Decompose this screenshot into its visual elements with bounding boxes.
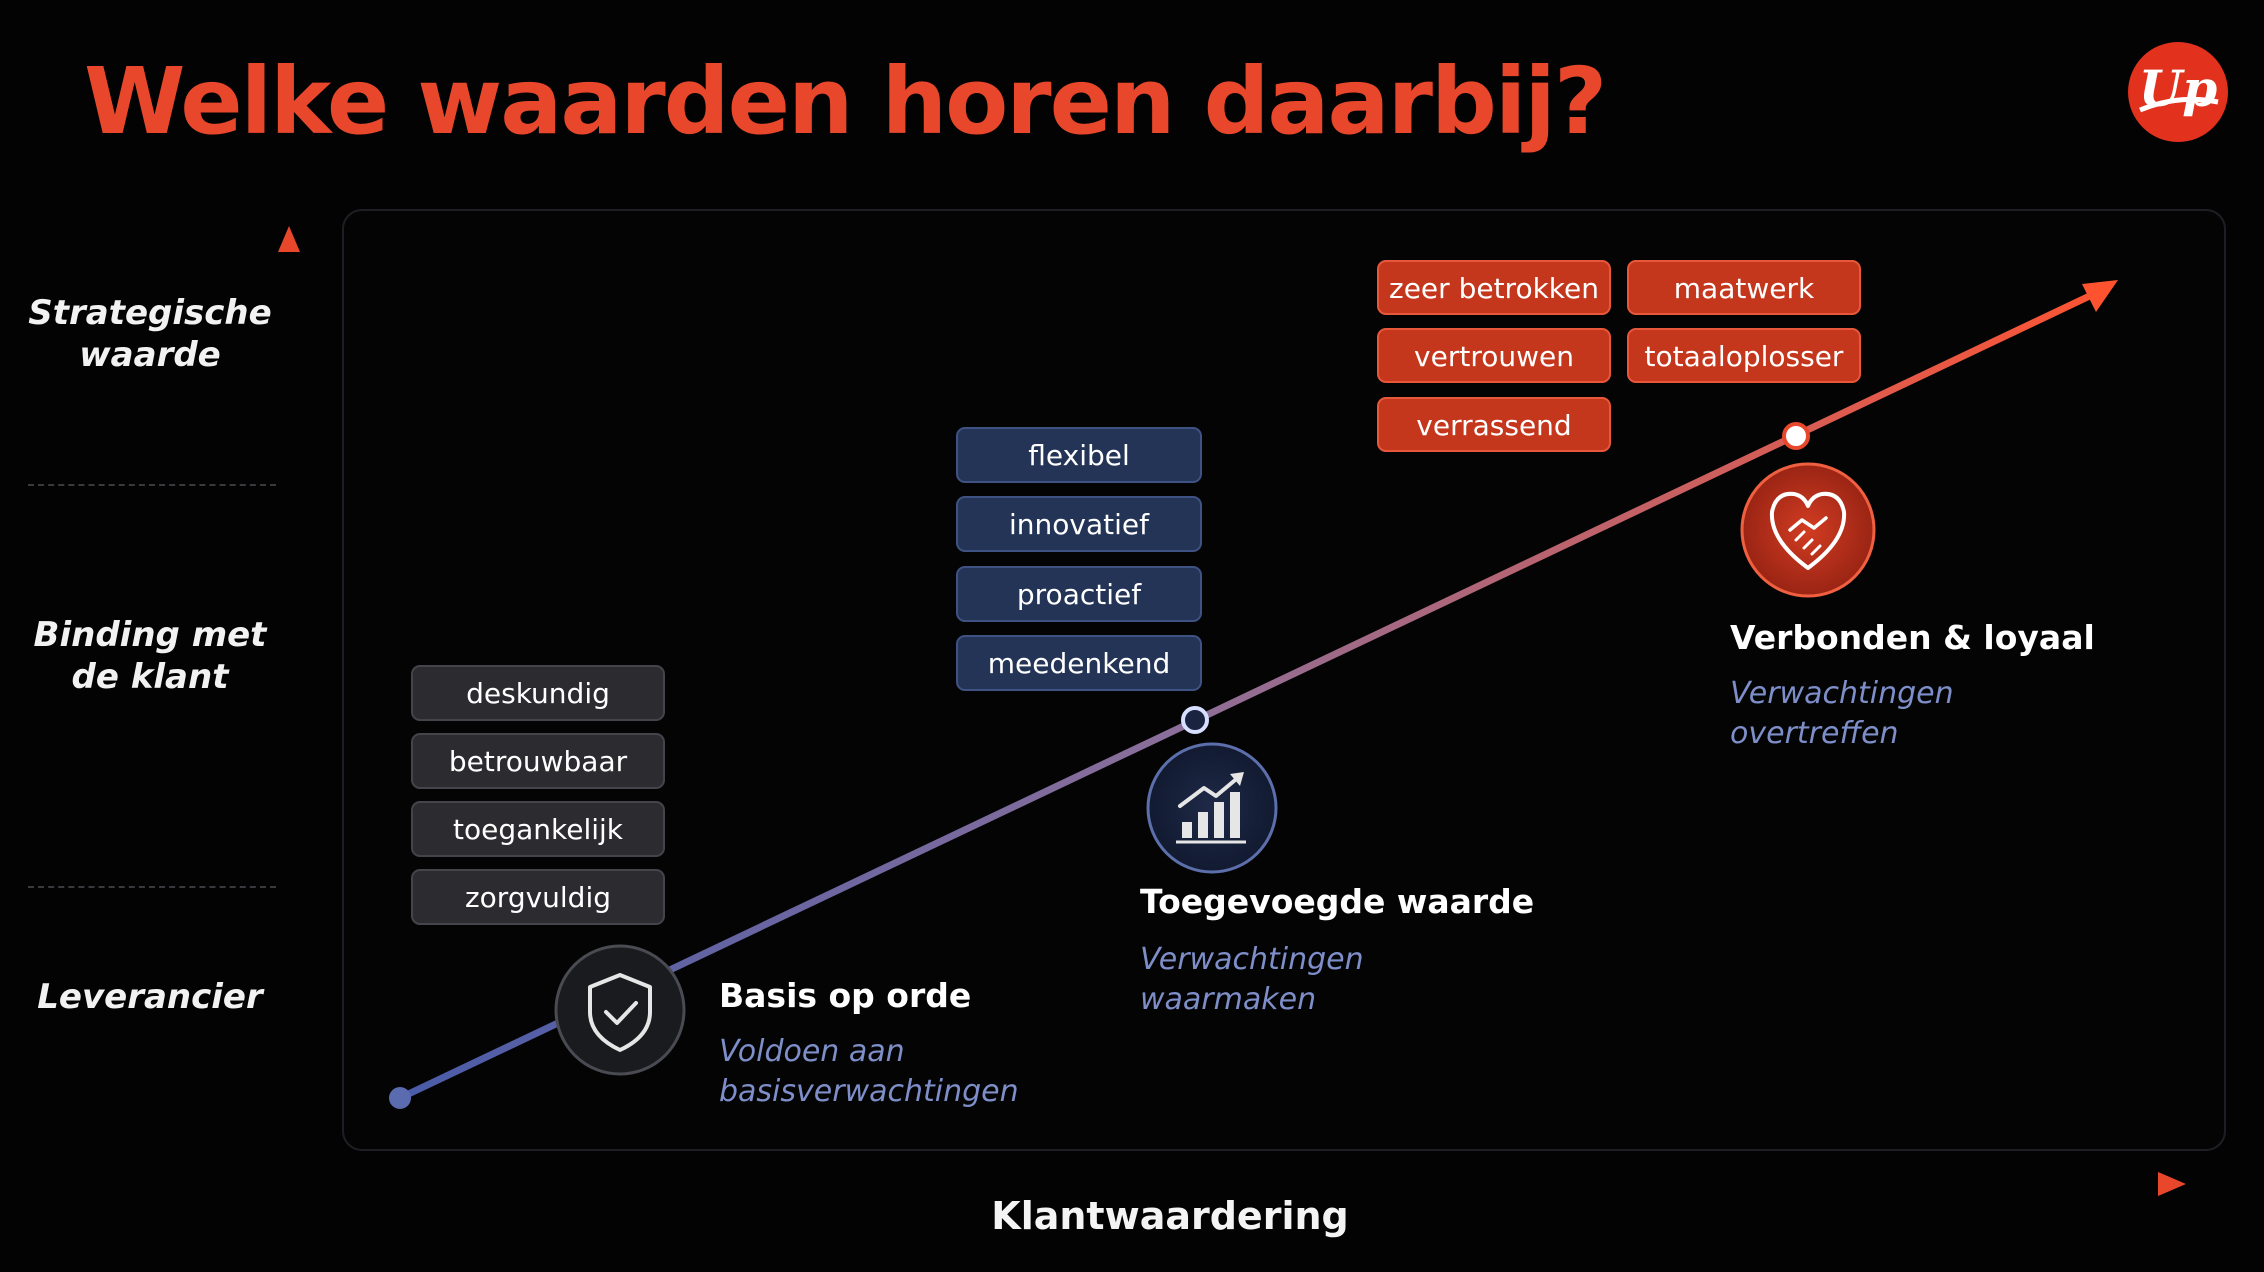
page-title: Welke waarden horen daarbij?: [84, 48, 1607, 155]
stage-2-marker: [1181, 706, 1209, 734]
value-tag: maatwerk: [1627, 260, 1861, 315]
y-level-supplier: Leverancier: [37, 977, 263, 1017]
trend-arrowhead: [2082, 280, 2118, 312]
value-tag: betrouwbaar: [411, 733, 665, 789]
value-tag: innovatief: [956, 496, 1202, 552]
value-tag: meedenkend: [956, 635, 1202, 691]
y-axis: [278, 226, 300, 1124]
x-axis-label: Klantwaardering: [991, 1194, 1349, 1238]
y-level-divider-lower: [28, 886, 276, 888]
stage-1-subtitle: Voldoen aan basisverwachtingen: [719, 1034, 1019, 1109]
up-logo: Up: [2128, 42, 2228, 142]
x-axis: [344, 1172, 2186, 1196]
shield-check-icon: [554, 944, 686, 1076]
stage-2-subtitle: Verwachtingen waarmaken: [1140, 942, 1364, 1017]
value-tag: vertrouwen: [1377, 328, 1611, 383]
x-axis-arrowhead: [2158, 1172, 2186, 1196]
y-level-strategic-value: Strategische waarde: [28, 293, 272, 375]
value-tag: zorgvuldig: [411, 869, 665, 925]
growth-trend-arrow: [396, 280, 2118, 1102]
y-level-customer-binding: Binding met de klant: [33, 615, 267, 697]
start-marker: [389, 1087, 411, 1109]
heart-handshake-icon: [1740, 462, 1876, 598]
stage-2-title: Toegevoegde waarde: [1140, 882, 1535, 921]
value-tag: deskundig: [411, 665, 665, 721]
value-tag: verrassend: [1377, 397, 1611, 452]
value-tag: toegankelijk: [411, 801, 665, 857]
stage-3-title: Verbonden & loyaal: [1730, 618, 2095, 657]
y-axis-arrowhead: [278, 226, 300, 252]
value-tag: zeer betrokken: [1377, 260, 1611, 315]
value-tag: flexibel: [956, 427, 1202, 483]
stage-1-title: Basis op orde: [719, 976, 972, 1015]
value-tag: proactief: [956, 566, 1202, 622]
stage-3-marker: [1782, 422, 1810, 450]
growth-chart-icon: [1146, 742, 1278, 874]
value-tag: totaaloplosser: [1627, 328, 1861, 383]
stage-3-subtitle: Verwachtingen overtreffen: [1730, 676, 1954, 751]
logo-text: Up: [2139, 59, 2218, 118]
y-level-divider-upper: [28, 484, 276, 486]
